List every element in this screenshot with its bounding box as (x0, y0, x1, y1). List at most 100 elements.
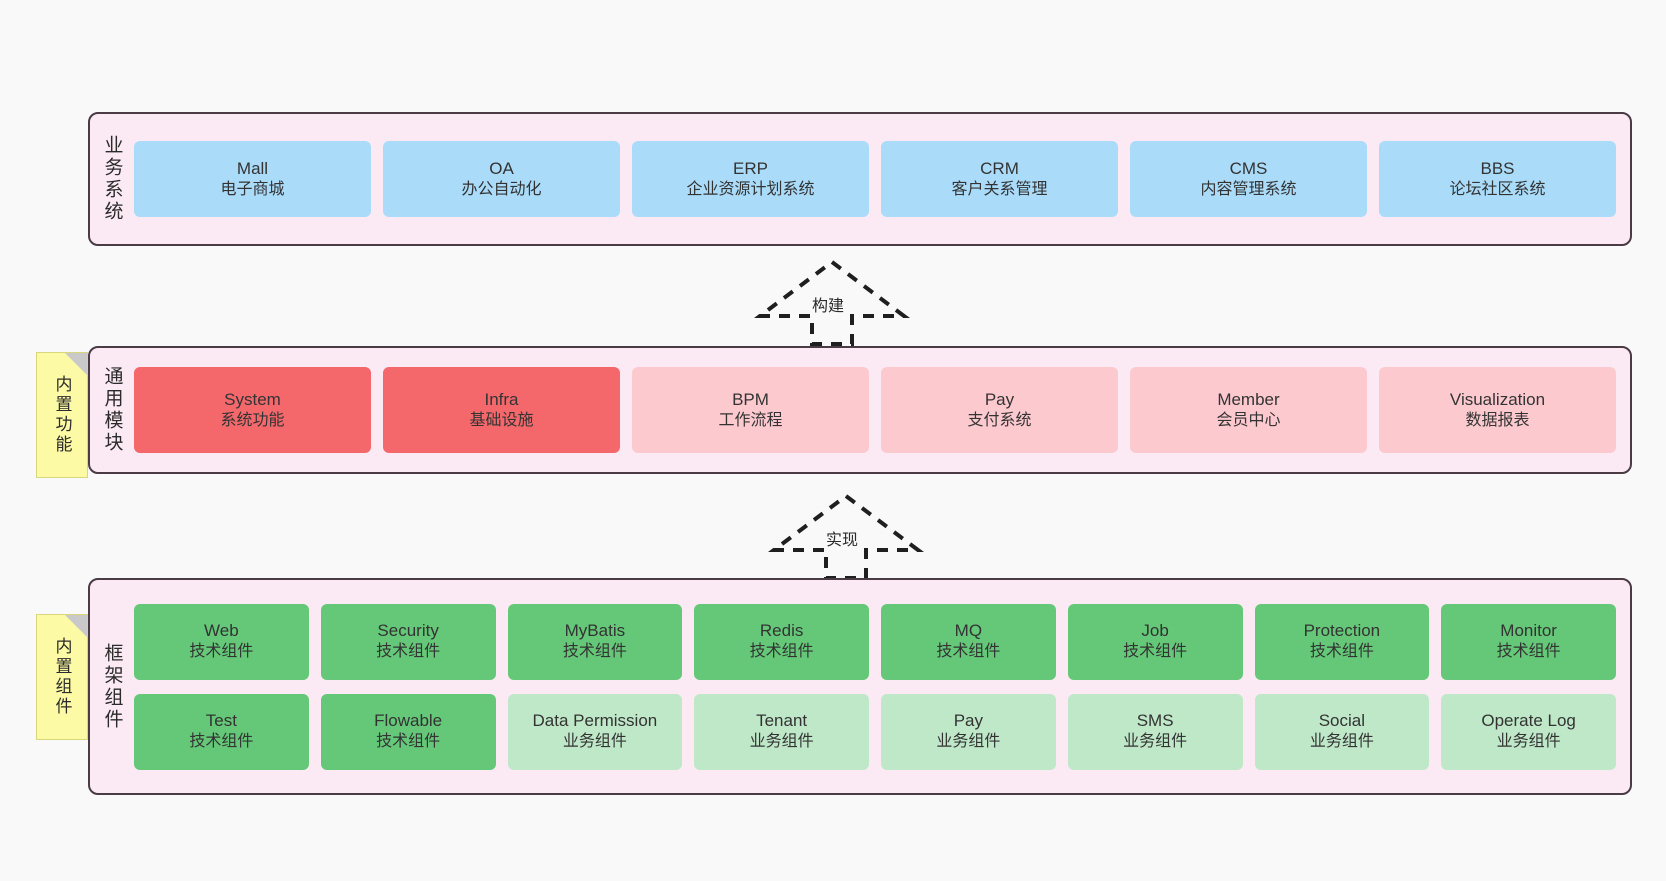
node-title: Operate Log (1481, 711, 1576, 731)
node-subtitle: 技术组件 (376, 733, 441, 751)
node-subtitle: 内容管理系统 (1200, 180, 1297, 198)
node-subtitle: 技术组件 (189, 643, 254, 661)
node-subtitle: 业务组件 (1123, 733, 1188, 751)
node-subtitle: 工作流程 (718, 411, 783, 429)
node-oa[interactable]: OA 办公自动化 (383, 141, 620, 217)
node-title: Tenant (756, 711, 808, 731)
page-fold-icon (65, 615, 87, 637)
node-security[interactable]: Security 技术组件 (320, 603, 496, 680)
node-mybatis[interactable]: MyBatis 技术组件 (507, 603, 683, 680)
node-test[interactable]: Test 技术组件 (134, 693, 309, 770)
node-cms[interactable]: CMS 内容管理系统 (1130, 141, 1367, 217)
node-pay-module[interactable]: Pay 支付系统 (881, 367, 1118, 453)
node-title: System (224, 389, 281, 409)
node-subtitle: 电子商城 (220, 180, 285, 198)
node-bbs[interactable]: BBS 论坛社区系统 (1379, 141, 1616, 217)
layer-title-business-system: 业务系统 (101, 135, 123, 223)
node-social[interactable]: Social 业务组件 (1254, 693, 1430, 770)
node-title: Redis (759, 621, 804, 641)
sticky-note-label: 内置组件 (52, 637, 72, 717)
node-subtitle: 技术组件 (562, 643, 627, 661)
node-title: Social (1318, 711, 1366, 731)
node-title: BBS (1480, 158, 1515, 178)
node-title: Visualization (1449, 389, 1546, 409)
node-title: CRM (980, 158, 1019, 178)
node-title: Web (204, 621, 239, 641)
node-title: ERP (733, 158, 768, 178)
node-subtitle: 技术组件 (749, 643, 814, 661)
node-title: BPM (732, 389, 769, 409)
node-flowable[interactable]: Flowable 技术组件 (320, 693, 496, 770)
module-node-row: System 系统功能 Infra 基础设施 BPM 工作流程 Pay 支付系统… (134, 367, 1616, 453)
node-mall[interactable]: Mall 电子商城 (134, 141, 371, 217)
node-subtitle: 技术组件 (376, 643, 441, 661)
node-subtitle: 技术组件 (189, 733, 254, 751)
node-title: OA (489, 158, 514, 178)
node-subtitle: 客户关系管理 (951, 180, 1048, 198)
node-mq[interactable]: MQ 技术组件 (881, 603, 1056, 680)
node-subtitle: 办公自动化 (461, 180, 542, 198)
node-title: MQ (954, 621, 983, 641)
node-subtitle: 业务组件 (1309, 733, 1374, 751)
business-node-row: Mall 电子商城 OA 办公自动化 ERP 企业资源计划系统 CRM 客户关系… (134, 141, 1616, 217)
node-title: Job (1141, 621, 1169, 641)
node-title: Infra (484, 389, 519, 409)
component-rows: Web 技术组件 Security 技术组件 MyBatis 技术组件 Redi… (134, 603, 1616, 770)
component-business-row: Test 技术组件 Flowable 技术组件 Data Permission … (134, 693, 1616, 770)
layer-business-system[interactable]: 业务系统 Mall 电子商城 OA 办公自动化 ERP 企业资源计划系统 CRM… (88, 112, 1632, 246)
layer-body-framework-component: Web 技术组件 Security 技术组件 MyBatis 技术组件 Redi… (134, 580, 1630, 793)
layer-framework-component[interactable]: 框架组件 Web 技术组件 Security 技术组件 MyBatis 技术组件 (88, 578, 1632, 795)
page-fold-icon (65, 353, 87, 375)
node-title: Test (205, 711, 237, 731)
node-title: Monitor (1500, 621, 1557, 641)
node-operate-log[interactable]: Operate Log 业务组件 (1441, 693, 1616, 770)
node-system[interactable]: System 系统功能 (134, 367, 371, 453)
node-crm[interactable]: CRM 客户关系管理 (881, 141, 1118, 217)
node-subtitle: 支付系统 (967, 411, 1032, 429)
node-web[interactable]: Web 技术组件 (134, 603, 309, 680)
node-pay-component[interactable]: Pay 业务组件 (881, 693, 1056, 770)
node-subtitle: 业务组件 (562, 733, 627, 751)
node-title: Data Permission (532, 711, 658, 731)
component-tech-row: Web 技术组件 Security 技术组件 MyBatis 技术组件 Redi… (134, 603, 1616, 680)
node-title: Member (1217, 389, 1280, 409)
node-subtitle: 业务组件 (749, 733, 814, 751)
node-protection[interactable]: Protection 技术组件 (1254, 603, 1430, 680)
node-title: Mall (236, 158, 269, 178)
sticky-note-builtin-features: 内置功能 (36, 352, 88, 478)
node-data-permission[interactable]: Data Permission 业务组件 (507, 693, 683, 770)
layer-body-common-module: System 系统功能 Infra 基础设施 BPM 工作流程 Pay 支付系统… (134, 348, 1630, 472)
node-visualization[interactable]: Visualization 数据报表 (1379, 367, 1616, 453)
node-subtitle: 技术组件 (936, 643, 1001, 661)
node-monitor[interactable]: Monitor 技术组件 (1441, 603, 1616, 680)
node-title: CMS (1229, 158, 1268, 178)
layer-body-business-system: Mall 电子商城 OA 办公自动化 ERP 企业资源计划系统 CRM 客户关系… (134, 114, 1630, 244)
node-subtitle: 企业资源计划系统 (686, 180, 815, 198)
node-erp[interactable]: ERP 企业资源计划系统 (632, 141, 869, 217)
node-infra[interactable]: Infra 基础设施 (383, 367, 620, 453)
node-bpm[interactable]: BPM 工作流程 (632, 367, 869, 453)
node-redis[interactable]: Redis 技术组件 (694, 603, 869, 680)
node-job[interactable]: Job 技术组件 (1067, 603, 1243, 680)
node-member[interactable]: Member 会员中心 (1130, 367, 1367, 453)
connector-build-label: 构建 (812, 298, 845, 315)
layer-common-module[interactable]: 通用模块 System 系统功能 Infra 基础设施 BPM 工作流程 Pay… (88, 346, 1632, 474)
layer-title-framework-component: 框架组件 (101, 642, 123, 731)
node-subtitle: 业务组件 (936, 733, 1001, 751)
node-title: Pay (984, 389, 1015, 409)
node-sms[interactable]: SMS 业务组件 (1067, 693, 1243, 770)
node-title: Security (377, 621, 439, 641)
layer-title-common-module: 通用模块 (101, 366, 123, 454)
node-subtitle: 技术组件 (1496, 643, 1561, 661)
node-title: SMS (1136, 711, 1174, 731)
node-title: Protection (1303, 621, 1381, 641)
node-tenant[interactable]: Tenant 业务组件 (694, 693, 869, 770)
node-subtitle: 业务组件 (1496, 733, 1561, 751)
node-subtitle: 技术组件 (1309, 643, 1374, 661)
connector-implement-label: 实现 (826, 532, 859, 549)
connector-build-arrow (754, 259, 910, 346)
node-subtitle: 基础设施 (469, 411, 534, 429)
node-subtitle: 技术组件 (1123, 643, 1188, 661)
node-title: Pay (953, 711, 984, 731)
